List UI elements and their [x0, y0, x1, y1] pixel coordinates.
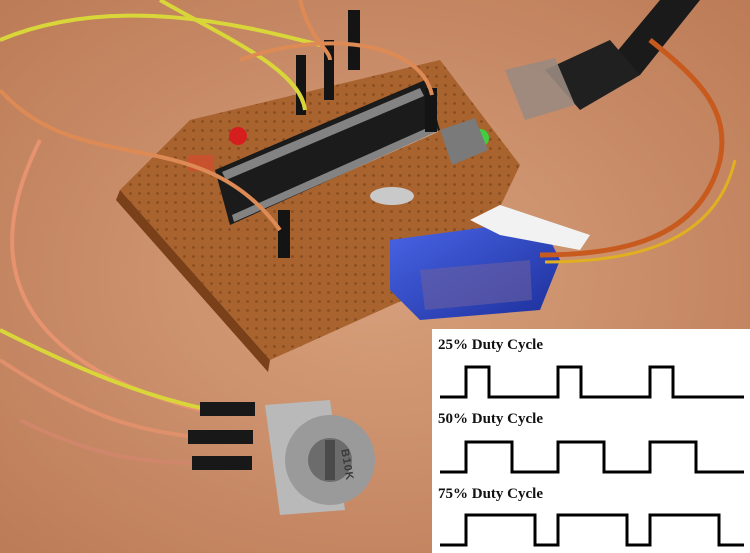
orange-wire-pot-3: [19, 418, 196, 465]
pot-connector: [200, 402, 255, 416]
potentiometer-slot: [325, 440, 335, 480]
pot-connector: [192, 456, 252, 470]
orange-wire-2: [239, 41, 434, 96]
red-led: [229, 127, 247, 145]
servo-label: [420, 260, 532, 310]
orange-wire: [0, 88, 282, 232]
header-pin: [296, 55, 306, 115]
header-pin: [425, 88, 437, 132]
chip-pins-bottom: [232, 124, 438, 222]
orange-wire-pot-2: [0, 358, 196, 439]
chip-pins-top: [222, 88, 424, 180]
pwm-wave-75: [440, 513, 744, 547]
pwm-wave-25: [440, 365, 744, 399]
servo-horn: [470, 205, 590, 250]
pwm-wave-50: [440, 440, 744, 474]
pwm-label-75: 75% Duty Cycle: [438, 486, 543, 502]
yellow-wire-top: [0, 13, 321, 47]
yellow-wire-pot: [0, 328, 211, 412]
servo-cable-yellow: [544, 159, 737, 264]
pot-connector: [188, 430, 253, 444]
header-pin: [324, 40, 334, 100]
orange-wire-3: [298, 0, 332, 61]
servo-cable: [539, 38, 725, 258]
dc-cable: [610, 0, 700, 75]
hot-glue: [505, 58, 575, 120]
pwm-diagram-panel: 25% Duty Cycle 50% Duty Cycle 75% Duty C…: [432, 329, 750, 553]
pwm-label-50: 50% Duty Cycle: [438, 411, 543, 427]
voltage-regulator: [440, 118, 488, 165]
header-pin: [348, 10, 360, 70]
perfboard-edge: [116, 190, 270, 372]
header-pin: [278, 210, 290, 258]
microcontroller-chip: [215, 80, 440, 225]
pwm-waveforms: [440, 365, 744, 547]
pwm-label-25: 25% Duty Cycle: [438, 337, 543, 353]
crystal: [370, 187, 414, 205]
